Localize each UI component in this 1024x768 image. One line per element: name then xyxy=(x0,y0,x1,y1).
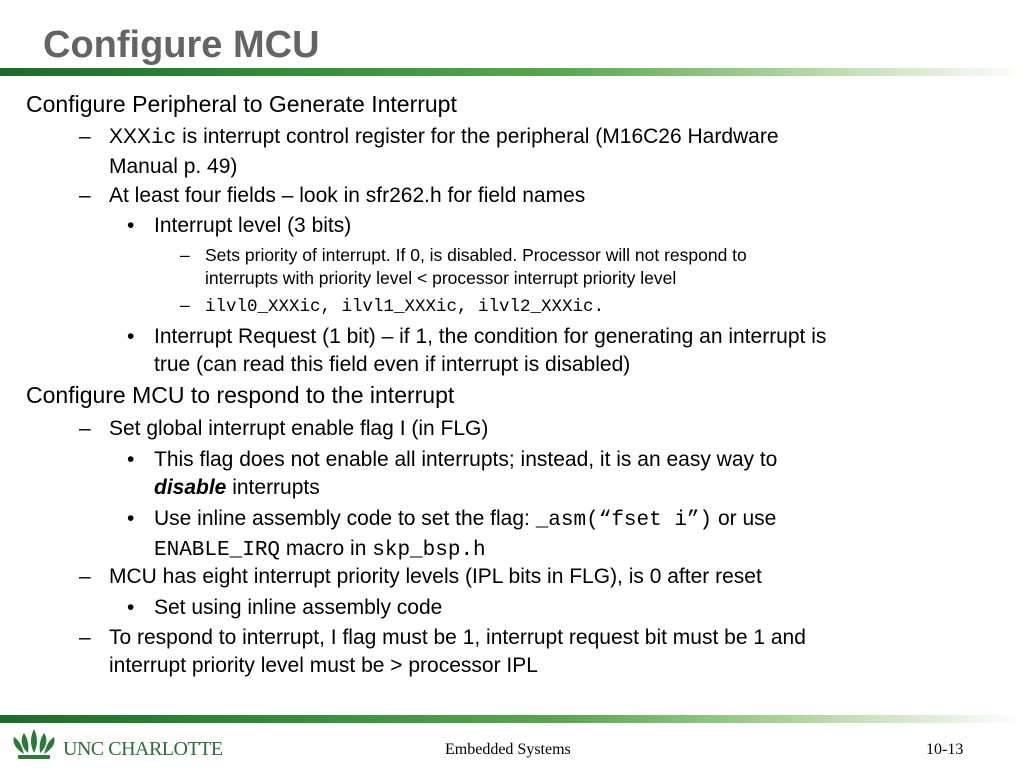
bullet-marker: • xyxy=(127,596,135,619)
footer-course-name: Embedded Systems xyxy=(445,741,571,758)
level-detail-fields: – ilvl0_XXXic, ilvl1_XXXic, ilvl2_XXXic. xyxy=(180,294,605,319)
slide-title: Configure MCU xyxy=(43,24,320,66)
respond-line2: interrupt priority level must be > proce… xyxy=(109,654,538,677)
item-xxxic-register: – XXXic is interrupt control register fo… xyxy=(79,123,779,181)
priority-levels-text: MCU has eight interrupt priority levels … xyxy=(109,565,762,588)
bullet-set-asm: • Set using inline assembly code xyxy=(127,594,443,622)
bullet-marker: • xyxy=(127,325,135,348)
footer-divider-bar xyxy=(0,715,1024,723)
asm-pre: Use inline assembly code to set the flag… xyxy=(154,507,536,530)
dash-marker: – xyxy=(79,184,91,207)
dash-marker: – xyxy=(180,245,190,265)
dash-marker: – xyxy=(79,565,91,588)
set-asm-text: Set using inline assembly code xyxy=(154,596,443,619)
item-priority-levels: – MCU has eight interrupt priority level… xyxy=(79,563,762,591)
item-respond-conditions: – To respond to interrupt, I flag must b… xyxy=(79,624,806,680)
bullet-interrupt-request: • Interrupt Request (1 bit) – if 1, the … xyxy=(127,323,827,379)
asm-mid: or use xyxy=(712,507,777,530)
asm-mid2: macro in xyxy=(280,537,373,560)
flag-line1: This flag does not enable all interrupts… xyxy=(154,448,778,471)
register-description-cont: Manual p. 49) xyxy=(109,155,238,178)
uncc-crown-logo-icon xyxy=(13,729,55,759)
request-line2: true (can read this field even if interr… xyxy=(154,353,631,376)
uncc-logo-text: UNC CHARLOTTE xyxy=(63,738,223,760)
interrupt-level-text: Interrupt level (3 bits) xyxy=(154,214,352,237)
item-four-fields: – At least four fields – look in sfr262.… xyxy=(79,182,586,210)
footer-page-number: 10-13 xyxy=(926,741,964,758)
heading-configure-mcu: Configure MCU to respond to the interrup… xyxy=(26,382,455,408)
bullet-marker: • xyxy=(127,214,135,237)
xxx-prefix: XXX xyxy=(109,125,152,148)
flag-tail: interrupts xyxy=(226,476,320,499)
enable-irq-code: ENABLE_IRQ xyxy=(154,539,281,562)
heading-configure-peripheral: Configure Peripheral to Generate Interru… xyxy=(26,91,457,117)
asm-code: _asm(“fset i”) xyxy=(535,509,713,532)
priority-line1: Sets priority of interrupt. If 0, is dis… xyxy=(205,245,747,265)
bullet-marker: • xyxy=(127,507,135,530)
title-divider-bar xyxy=(0,68,1024,76)
disable-emphasis: disable xyxy=(154,476,227,499)
dash-marker: – xyxy=(79,626,91,649)
dash-marker: – xyxy=(79,417,91,440)
bullet-marker: • xyxy=(127,448,135,471)
dash-marker: – xyxy=(180,295,190,315)
ilvl-field-names: ilvl0_XXXic, ilvl1_XXXic, ilvl2_XXXic. xyxy=(205,297,605,317)
register-description: is interrupt control register for the pe… xyxy=(176,125,779,148)
bullet-inline-asm: • Use inline assembly code to set the fl… xyxy=(127,505,777,565)
request-line1: Interrupt Request (1 bit) – if 1, the co… xyxy=(154,325,827,348)
dash-marker: – xyxy=(79,125,91,148)
bsp-header-code: skp_bsp.h xyxy=(372,539,486,562)
respond-line1: To respond to interrupt, I flag must be … xyxy=(109,626,806,649)
level-detail-priority: – Sets priority of interrupt. If 0, is d… xyxy=(180,244,747,290)
bullet-flag-disable: • This flag does not enable all interrup… xyxy=(127,446,778,502)
bullet-interrupt-level: • Interrupt level (3 bits) xyxy=(127,212,352,240)
priority-line2: interrupts with priority level < process… xyxy=(205,268,677,288)
item-global-flag: – Set global interrupt enable flag I (in… xyxy=(79,415,489,443)
ic-suffix: ic xyxy=(151,127,177,150)
global-flag-text: Set global interrupt enable flag I (in F… xyxy=(109,417,489,440)
four-fields-text: At least four fields – look in sfr262.h … xyxy=(109,184,586,207)
